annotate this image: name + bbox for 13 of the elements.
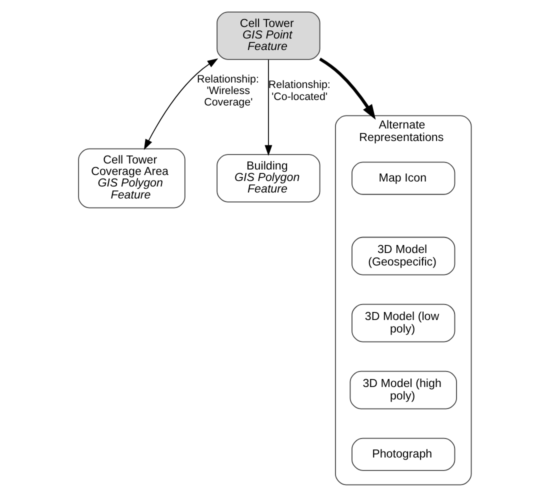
node-box: Cell Tower Coverage Area GIS Polygon Feature xyxy=(78,148,186,208)
node-box: Photograph xyxy=(352,438,456,471)
node-box: Cell Tower GIS Point Feature xyxy=(216,12,320,60)
node-box: 3D Model (low poly) xyxy=(352,304,456,342)
arrow xyxy=(264,59,272,156)
node-box: Map Icon xyxy=(352,162,456,195)
arrow xyxy=(144,58,218,150)
node-box: 3D Model (high poly) xyxy=(350,370,457,410)
node-box: Building GIS Polygon Feature xyxy=(216,154,320,202)
arrow xyxy=(319,58,376,120)
edge-label: Relationship: 'Wireless Coverage' xyxy=(196,73,259,109)
node-box: 3D Model (Geospecific) xyxy=(352,236,456,276)
edge-label: Relationship: 'Co-located' xyxy=(268,79,330,103)
